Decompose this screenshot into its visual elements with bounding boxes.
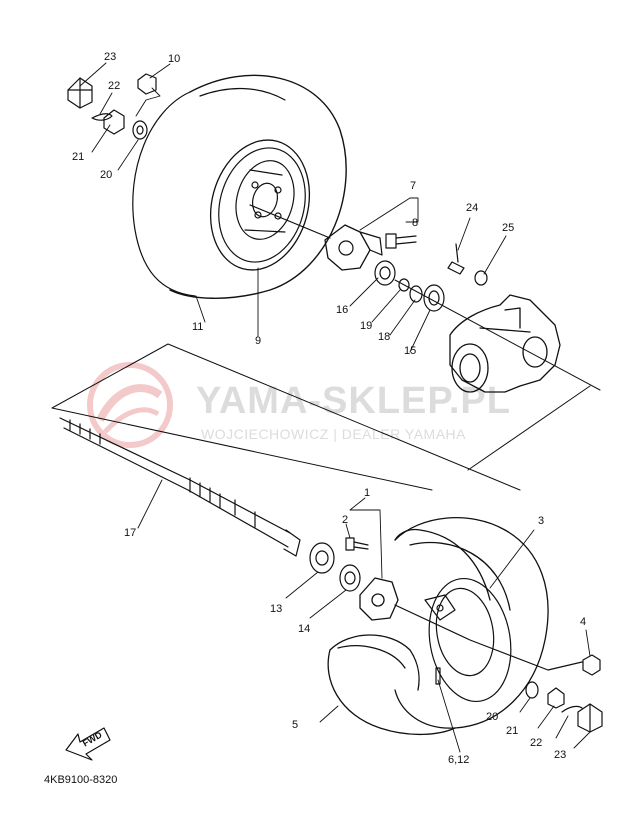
bottom-hub — [359, 577, 399, 621]
callout-22-bottom: 22 — [530, 737, 543, 749]
callout-16: 16 — [336, 304, 349, 316]
bottom-cotter-pin — [561, 705, 583, 713]
top-cap-nut — [67, 77, 93, 109]
top-oil-seal — [374, 260, 396, 286]
bottom-cap-nut — [577, 703, 603, 733]
bottom-washer — [525, 681, 539, 699]
diagram-code: 4KB9100-8320 — [44, 774, 118, 786]
axle-bearing — [339, 564, 361, 592]
housing-washer — [474, 270, 488, 286]
bottom-lug-nut — [582, 654, 601, 676]
callout-6-12: 6,12 — [448, 754, 470, 766]
bottom-hub-bolt — [345, 537, 369, 551]
watermark-title: YAMA-SKLEP.PL — [196, 380, 511, 422]
axle-housing — [449, 294, 561, 393]
top-bearing — [423, 284, 445, 312]
callout-11: 11 — [192, 321, 204, 333]
callout-2: 2 — [342, 514, 349, 526]
callout-20-top: 20 — [100, 169, 113, 181]
callout-20-bottom: 20 — [486, 711, 499, 723]
bottom-wheel-rim — [424, 577, 512, 703]
top-washer — [132, 120, 148, 140]
callout-17: 17 — [124, 527, 137, 539]
callout-18: 18 — [378, 331, 391, 343]
bottom-tire-inner-half — [394, 517, 549, 729]
axle-axis-line-top — [249, 204, 601, 391]
callout-3: 3 — [538, 515, 545, 527]
axle-axis-line-bottom — [394, 604, 583, 671]
callout-15: 15 — [404, 345, 417, 357]
valve-stem — [435, 667, 441, 685]
callout-23-top: 23 — [104, 51, 117, 63]
bottom-castle-nut — [547, 687, 565, 709]
top-circlip — [398, 278, 410, 292]
callout-5: 5 — [292, 719, 299, 731]
callout-4: 4 — [580, 616, 587, 628]
top-hub-bolt — [385, 233, 417, 249]
housing-bolt — [447, 243, 465, 275]
rear-axle-shaft — [59, 417, 301, 557]
callout-19: 19 — [360, 320, 373, 332]
top-tire — [132, 74, 347, 299]
callout-9: 9 — [255, 335, 262, 347]
callout-22-top: 22 — [108, 80, 121, 92]
callout-23-bottom: 23 — [554, 749, 567, 761]
top-castle-nut — [103, 109, 125, 135]
bottom-tire-outer-half — [327, 634, 456, 736]
callout-8: 8 — [412, 217, 419, 229]
callout-25: 25 — [502, 222, 515, 234]
leader-lines — [79, 62, 591, 753]
axle-section-outline — [51, 343, 591, 491]
callout-7: 7 — [410, 180, 417, 192]
top-hub — [324, 224, 383, 271]
callout-13: 13 — [270, 603, 283, 615]
fwd-arrow-icon — [65, 727, 111, 761]
callout-21-bottom: 21 — [506, 725, 519, 737]
callout-24: 24 — [466, 202, 479, 214]
top-cotter-pin — [91, 113, 113, 121]
top-wheel-rim — [235, 160, 295, 240]
callout-1: 1 — [364, 487, 371, 499]
axle-oil-seal — [309, 542, 335, 574]
callout-14: 14 — [298, 623, 311, 635]
callout-21-top: 21 — [72, 151, 85, 163]
top-lug-nut — [137, 73, 157, 95]
callout-10: 10 — [168, 53, 181, 65]
watermark-subtitle: WOJCIECHOWICZ | DEALER YAMAHA — [201, 426, 466, 442]
